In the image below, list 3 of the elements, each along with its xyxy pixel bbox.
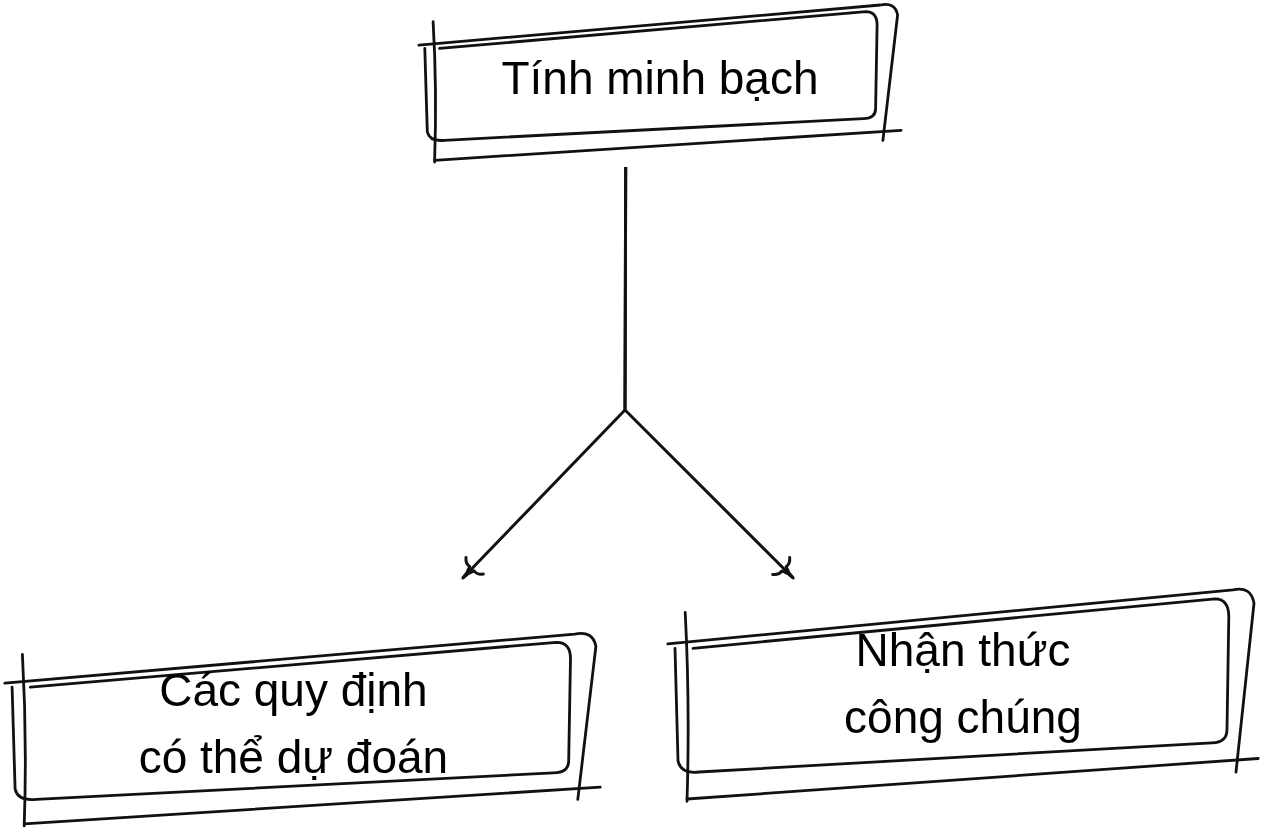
node-label: Nhận thức công chúng	[843, 623, 1083, 746]
node-label: Các quy định có thể dự đoán	[137, 663, 450, 785]
node-label: Tính minh bạch	[501, 51, 819, 107]
